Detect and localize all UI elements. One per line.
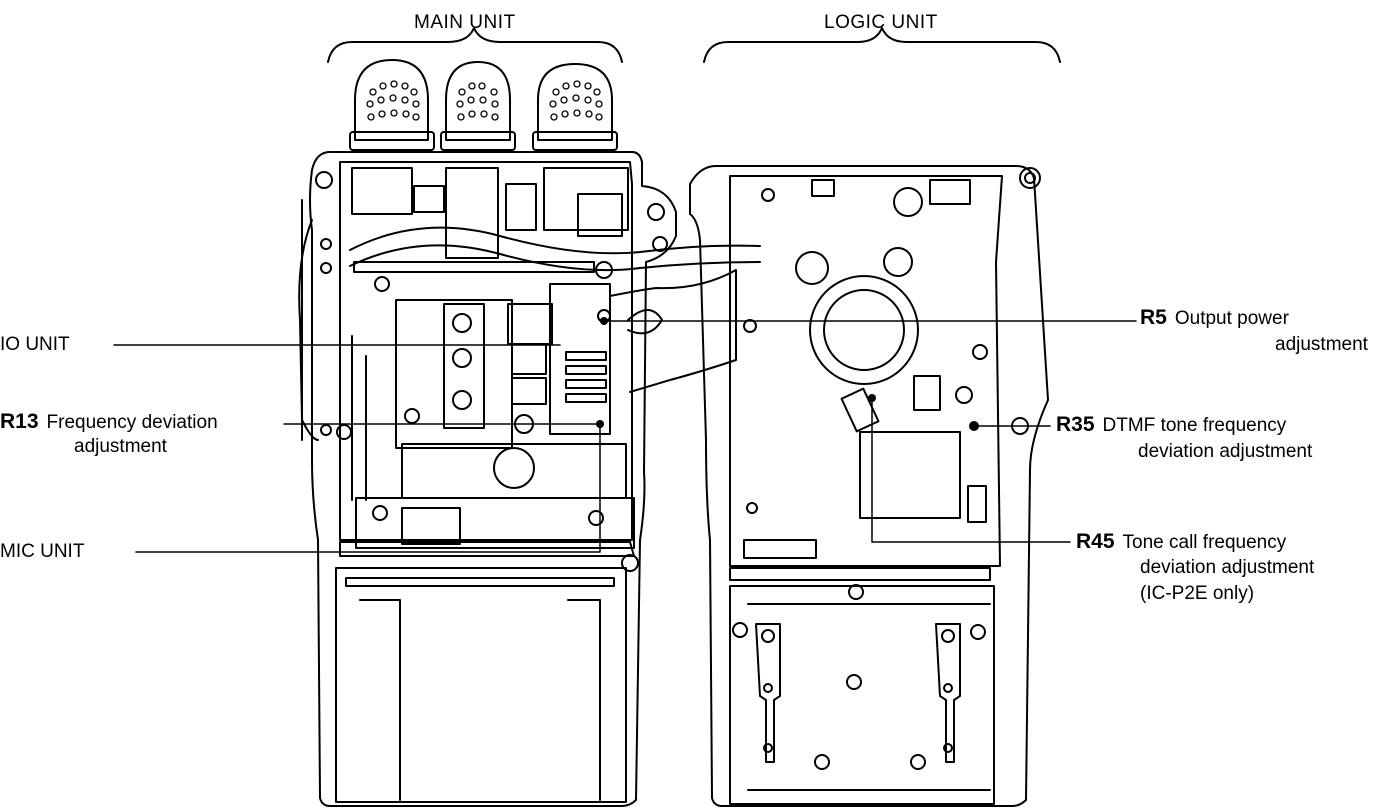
logic-unit-body [689,165,1049,807]
main-unit-header: MAIN UNIT [414,12,516,33]
mic-unit-label: MIC UNIT [0,541,85,562]
r35-callout: R35 DTMF tone frequency [1056,414,1286,437]
r35-line1: DTMF tone frequency [1102,415,1287,436]
r45-ref: R45 [1076,530,1115,553]
r35-line2: deviation adjustment [1138,441,1313,462]
r45-callout: R45 Tone call frequency [1076,531,1286,554]
r5-line1: Output power [1174,308,1289,329]
main-unit-brace [327,27,623,63]
r13-callout: R13 Frequency deviation [0,411,218,434]
r13-ref: R13 [0,410,39,433]
r45-line2: deviation adjustment [1140,557,1315,578]
main-unit-body [298,59,761,807]
leader-mic-unit [135,423,601,553]
r5-ref: R5 [1140,306,1167,329]
knob-3 [532,63,618,151]
r13-line2: adjustment [74,436,167,457]
r13-line1: Frequency deviation [46,412,218,433]
r45-line1: Tone call frequency [1122,532,1287,553]
r35-ref: R35 [1056,413,1095,436]
io-unit-label: IO UNIT [0,334,70,355]
knob-1 [349,59,435,151]
knob-2 [440,61,516,151]
logic-unit-brace [703,27,1061,63]
leader-r45 [871,397,1071,543]
r5-line2: adjustment [1275,334,1368,355]
logic-unit-header: LOGIC UNIT [824,12,938,33]
r5-callout: R5 Output power [1140,307,1289,330]
r45-line3: (IC-P2E only) [1140,583,1255,604]
